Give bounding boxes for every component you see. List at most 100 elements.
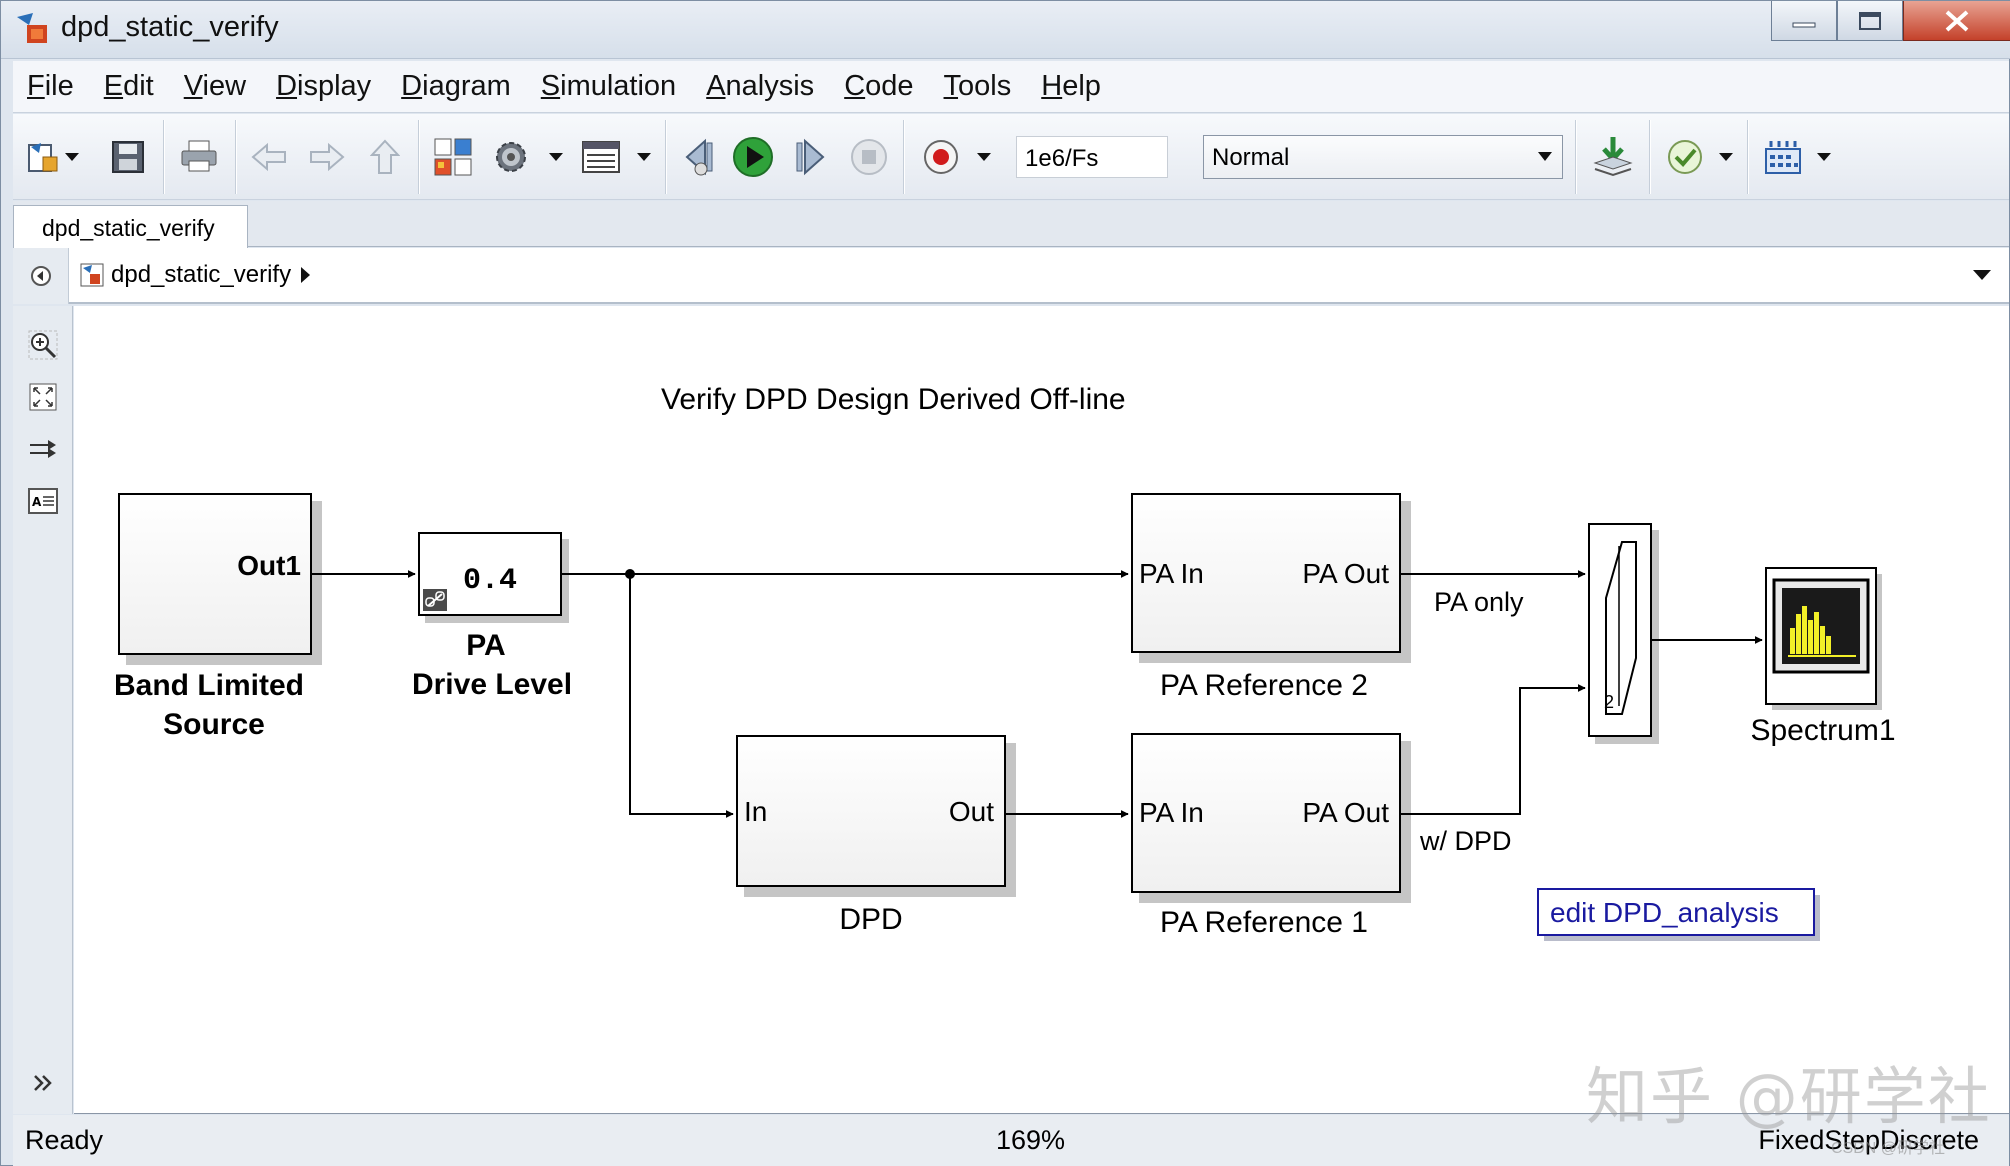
gain-label-line2: Drive Level	[412, 668, 572, 701]
close-button[interactable]	[1903, 1, 2010, 41]
simulink-app-icon	[17, 13, 47, 43]
toolbar-separator	[1747, 120, 1749, 194]
breadcrumb-model: dpd_static_verify	[111, 261, 292, 288]
pa-drive-level-block[interactable]: 0.4	[418, 532, 569, 623]
zoom-in-icon	[28, 330, 58, 360]
build-icon	[1593, 137, 1633, 177]
data-inspector-dropdown[interactable]	[1815, 134, 1833, 180]
pa-ref2-port-out: PA Out	[1302, 558, 1389, 589]
signal-lines	[311, 570, 1763, 818]
menu-bar: File Edit View Display Diagram Simulatio…	[13, 61, 2009, 113]
data-inspector-button[interactable]	[1761, 134, 1805, 180]
check-button[interactable]	[1663, 134, 1707, 180]
model-explorer-icon	[582, 141, 620, 173]
address-dropdown-icon[interactable]	[1973, 270, 1991, 280]
diagram-title: Verify DPD Design Derived Off-line	[661, 383, 1126, 416]
back-button[interactable]	[249, 134, 289, 180]
mux-block[interactable]: 2	[1588, 523, 1659, 744]
step-forward-button[interactable]	[789, 134, 833, 180]
edit-dpd-analysis-button[interactable]: edit DPD_analysis	[1537, 888, 1820, 941]
chevron-right-icon	[301, 267, 311, 283]
signal-w-dpd[interactable]	[1400, 684, 1586, 815]
fit-to-view-icon	[29, 383, 57, 411]
menu-simulation[interactable]: Simulation	[540, 70, 677, 102]
zoom-level: 169%	[996, 1125, 1066, 1155]
model-explorer-button[interactable]	[579, 134, 623, 180]
menu-help[interactable]: Help	[1041, 70, 1101, 102]
toolbar-separator	[903, 120, 905, 194]
minimize-button[interactable]	[1771, 1, 1837, 41]
toolbar-separator	[235, 120, 237, 194]
pa-reference-1-block[interactable]: PA In PA Out	[1131, 733, 1411, 903]
record-dropdown[interactable]	[975, 134, 993, 180]
svg-text:A: A	[32, 495, 42, 509]
run-icon	[733, 137, 773, 177]
model-explorer-dropdown[interactable]	[635, 134, 653, 180]
toolbar-separator	[418, 120, 420, 194]
stop-time-input[interactable]: 1e6/Fs	[1016, 136, 1168, 178]
model-icon	[80, 263, 104, 287]
up-button[interactable]	[365, 134, 405, 180]
toolbar-separator	[1575, 120, 1577, 194]
band-limited-source-block[interactable]: Out1	[118, 493, 322, 665]
fit-to-view-button[interactable]	[26, 380, 60, 414]
hide-browser-button[interactable]	[13, 248, 69, 304]
block-diagram: Verify DPD Design Derived Off-line Out1 …	[114, 383, 1896, 941]
model-settings-dropdown[interactable]	[547, 134, 565, 180]
simulation-mode-select[interactable]: Normal	[1203, 135, 1563, 179]
chevron-down-icon	[549, 153, 563, 161]
dpd-block[interactable]: In Out	[736, 735, 1016, 897]
new-model-dropdown[interactable]	[63, 134, 81, 180]
print-button[interactable]	[177, 134, 221, 180]
forward-icon	[310, 142, 345, 172]
annotation-button[interactable]: A	[26, 484, 60, 518]
step-back-button[interactable]	[677, 134, 721, 180]
menu-edit[interactable]: Edit	[103, 70, 154, 102]
pa-reference-2-block[interactable]: PA In PA Out	[1131, 493, 1411, 663]
build-button[interactable]	[1589, 134, 1637, 180]
toolbar-separator	[665, 120, 667, 194]
toolbar-separator	[163, 120, 165, 194]
model-settings-button[interactable]	[489, 134, 533, 180]
menu-code[interactable]: Code	[844, 70, 914, 102]
check-dropdown[interactable]	[1717, 134, 1735, 180]
up-icon	[370, 139, 400, 174]
record-button[interactable]	[919, 134, 963, 180]
zoom-button[interactable]	[26, 328, 60, 362]
minimize-icon	[1792, 22, 1816, 27]
run-button[interactable]	[731, 134, 775, 180]
maximize-button[interactable]	[1837, 1, 1903, 41]
library-browser-button[interactable]	[431, 134, 475, 180]
save-button[interactable]	[108, 134, 148, 180]
model-canvas[interactable]: Verify DPD Design Derived Off-line Out1 …	[74, 306, 2009, 1114]
diagram-palette: A	[13, 306, 73, 1114]
menu-view[interactable]: View	[183, 70, 247, 102]
breadcrumb[interactable]: dpd_static_verify	[79, 261, 311, 289]
forward-button[interactable]	[307, 134, 347, 180]
chevron-down-icon	[637, 153, 651, 161]
collapse-browser-icon	[30, 266, 51, 286]
solver-name[interactable]: FixedStepDiscrete	[1758, 1125, 1979, 1155]
arrow-right-icon	[30, 440, 56, 458]
menu-file[interactable]: File	[27, 70, 74, 102]
chevron-down-icon	[1719, 153, 1733, 161]
menu-analysis[interactable]: Analysis	[706, 70, 815, 102]
gain-value: 0.4	[463, 564, 517, 598]
window-controls	[1771, 1, 2010, 41]
stop-button[interactable]	[847, 134, 891, 180]
signal-branch-to-dpd[interactable]	[629, 574, 734, 818]
spectrum1-block[interactable]	[1765, 567, 1882, 710]
menu-tools[interactable]: Tools	[943, 70, 1012, 102]
new-model-button[interactable]	[25, 134, 61, 180]
branch-point	[625, 569, 635, 579]
close-icon	[1945, 10, 1969, 31]
source-label-line1: Band Limited	[114, 669, 304, 702]
menu-display[interactable]: Display	[276, 70, 372, 102]
expand-palette-button[interactable]	[26, 1066, 60, 1100]
arrange-button[interactable]	[26, 432, 60, 466]
dpd-port-out: Out	[949, 796, 994, 827]
tab-dpd-static-verify[interactable]: dpd_static_verify	[13, 205, 248, 248]
toolbar-separator	[1649, 120, 1651, 194]
menu-diagram[interactable]: Diagram	[401, 70, 511, 102]
